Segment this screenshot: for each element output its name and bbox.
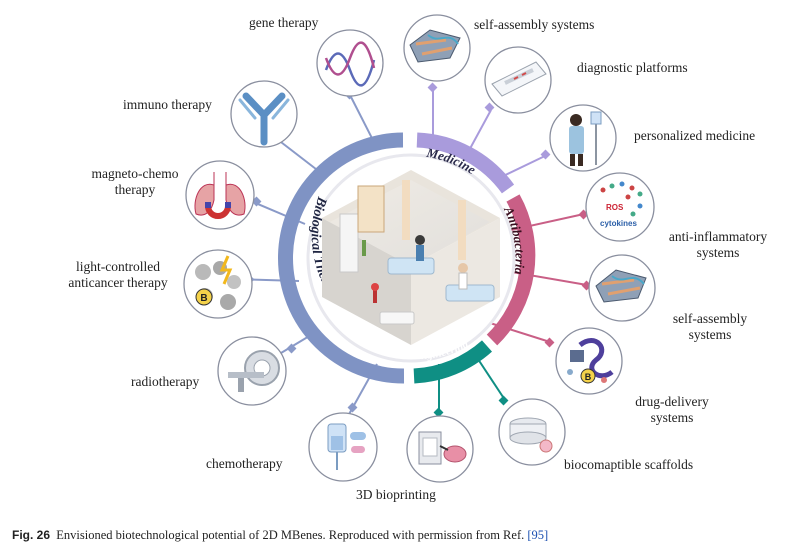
ring-segment-engineering — [413, 340, 493, 384]
label-radiotherapy: radiotherapy — [131, 374, 200, 389]
label-self-assembly-systems-top: self-assembly systems — [474, 17, 595, 32]
ring-segment-antibacteria — [486, 194, 536, 346]
label-diagnostic-platforms: diagnostic platforms — [577, 60, 688, 75]
marker-personalized — [540, 149, 551, 160]
diagnostic-strip-icon — [484, 46, 552, 114]
scaffold-icon — [498, 398, 566, 466]
label-anti-inflammatory: anti-inflammatory — [668, 229, 768, 244]
antibody-icon — [230, 80, 298, 148]
figure-caption: Fig. 26 Envisioned biotechnological pote… — [12, 528, 548, 543]
ros-label: ROS — [606, 203, 624, 212]
label-drug-delivery: drug-delivery — [635, 394, 709, 409]
label-self-assembly-systems: systems — [688, 327, 732, 342]
label-biocompatible-scaffolds: biocomaptible scaffolds — [564, 457, 694, 472]
label-3d-bioprinting: 3D bioprinting — [356, 487, 436, 502]
drug-delivery-icon: B — [555, 327, 623, 395]
dna-icon — [316, 29, 384, 97]
marker-selfasm-top — [427, 82, 438, 93]
iv-bag-icon — [308, 412, 378, 482]
self-assembly-top-icon — [403, 14, 471, 82]
cytokines-label: cytokines — [600, 219, 637, 228]
hospital-room-illustration — [322, 170, 500, 345]
patient-iv-icon — [549, 104, 617, 172]
label-anticancer-therapy: anticancer therapy — [68, 275, 168, 290]
label-gene-therapy: gene therapy — [249, 15, 319, 30]
label-immuno-therapy: immuno therapy — [123, 97, 212, 112]
marker-radio — [286, 343, 297, 354]
marker-biocomp — [498, 395, 509, 406]
label-chemotherapy: chemotherapy — [206, 456, 283, 471]
ring-segment-medicine — [416, 132, 515, 194]
nanoparticle-light-icon: B — [183, 249, 253, 319]
figure-number: Fig. 26 — [12, 528, 51, 542]
caption-reference-link[interactable]: [95] — [527, 528, 549, 542]
ros-cytokines-icon: ROS cytokines — [585, 172, 655, 242]
caption-text: Envisioned biotechnological potential of… — [56, 528, 525, 542]
drug-boron-label: B — [585, 372, 592, 382]
label-self-assembly: self-assembly — [672, 311, 748, 326]
label-personalized-medicine: personalized medicine — [634, 128, 756, 143]
ct-scanner-icon — [217, 336, 287, 406]
label-anti-inflammatory-systems: systems — [696, 245, 740, 260]
label-magneto-chemo: magneto-chemo — [91, 166, 179, 181]
self-assembly-icon — [588, 254, 656, 322]
marker-diagnostic — [484, 102, 495, 113]
boron-label: B — [200, 293, 207, 304]
label-magneto-therapy: therapy — [114, 182, 156, 197]
marker-chemo — [347, 402, 358, 413]
marker-bioprint — [433, 407, 444, 418]
marker-drug — [544, 337, 555, 348]
bioprinter-icon — [406, 415, 474, 483]
label-light-controlled: light-controlled — [76, 259, 160, 274]
lungs-magnet-icon — [185, 160, 255, 230]
label-drug-delivery-systems: systems — [650, 410, 694, 425]
ring-segment-biological — [278, 132, 405, 384]
